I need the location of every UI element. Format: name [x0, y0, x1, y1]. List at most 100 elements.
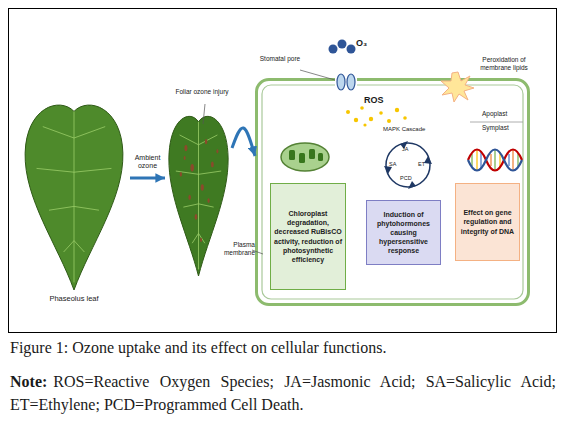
leaf-vein — [43, 127, 74, 138]
leaf-vein — [74, 127, 105, 138]
guard-cell — [337, 74, 345, 90]
part-label: MAPK Cascade — [383, 126, 443, 133]
figure-caption: Figure 1: Ozone uptake and its effect on… — [10, 338, 556, 357]
leaf-vein — [74, 168, 111, 172]
dna-rung — [494, 150, 495, 170]
ozone-spot — [180, 172, 182, 177]
ros-dot — [354, 118, 358, 122]
dna-strand — [468, 150, 522, 171]
leaf-shape — [18, 100, 130, 312]
ozone-spot — [190, 164, 194, 171]
ros-dot — [395, 108, 399, 112]
ozone-spot — [201, 184, 204, 191]
leaf-vein — [199, 171, 222, 174]
ros-dot — [369, 117, 373, 121]
molecule-label: O₃ — [356, 38, 376, 49]
chloroplast-icon — [281, 143, 329, 171]
dna-rung — [508, 154, 509, 166]
node-label: Phaseolus leaf — [18, 294, 130, 303]
part-label: Stomatal pore — [256, 55, 304, 63]
ozone-spot — [195, 214, 198, 220]
granum — [309, 149, 315, 159]
hormone-label: PCD — [400, 175, 418, 182]
leader-line — [252, 250, 263, 254]
ros-dot — [403, 116, 407, 120]
leaf-vein — [37, 168, 74, 172]
leaf-illustration: Phaseolus leaf — [18, 100, 130, 312]
leaf-vein — [180, 135, 199, 145]
dna-rung — [490, 154, 491, 166]
flow-arrow — [130, 177, 165, 180]
dna-helix — [468, 150, 522, 171]
chloroplast-body — [281, 143, 329, 171]
leaf-body — [169, 116, 228, 276]
leaf-vein — [64, 241, 74, 252]
part-label: Peroxidation of membrane lipids — [466, 56, 542, 72]
ros-dot — [360, 106, 364, 110]
box-text: Chloroplast degradation, decreased RuBis… — [274, 209, 342, 264]
stomatal-pore — [335, 74, 357, 90]
effect-box: Effect on gene regulation and integrity … — [455, 183, 520, 261]
leaf-body — [25, 105, 123, 290]
effect-box: Induction of phytohormones causing hyper… — [366, 200, 441, 265]
membrane-line — [262, 85, 523, 299]
leaf-vein — [74, 206, 99, 210]
region-label: Apoplast — [482, 110, 522, 118]
ros-dot — [387, 119, 391, 123]
dna-rung — [476, 150, 477, 170]
leaf-vein — [198, 122, 199, 270]
peroxidation-burst — [441, 72, 474, 102]
ozone-molecule — [329, 40, 356, 54]
ros-dot — [346, 110, 350, 114]
region-label: Symplast — [482, 124, 522, 132]
note-heading: Note: — [10, 373, 47, 390]
leaf-vein — [199, 204, 214, 207]
part-label: ROS — [364, 95, 394, 106]
ozone-spot — [200, 238, 202, 242]
dna-rung — [471, 154, 472, 166]
ozone-spot — [184, 156, 186, 160]
cycle-arrowhead — [424, 156, 432, 164]
leaf-vein — [199, 233, 205, 243]
ros-dot — [379, 111, 383, 115]
leaf-shape — [165, 88, 232, 278]
dna-strand — [468, 150, 522, 171]
ros-dots — [346, 106, 407, 126]
box-text: Induction of phytohormones causing hyper… — [370, 210, 437, 255]
hormone-cycle — [384, 141, 432, 189]
note-paragraph: Note:ROS=Reactive Oxygen Species; JA=Jas… — [10, 370, 556, 416]
plant-cell: Plasma membraneChloroplast degradation, … — [255, 78, 530, 306]
effect-box: Chloroplast degradation, decreased RuBis… — [270, 183, 346, 290]
leaf-vein — [183, 204, 198, 207]
apoplast-separator — [470, 122, 523, 123]
oxygen-atom — [347, 45, 356, 54]
leader-line — [300, 70, 335, 80]
oxygen-atom — [338, 40, 347, 49]
leaf-vein — [199, 135, 218, 145]
dna-rungs — [472, 150, 518, 170]
oxygen-atom — [329, 45, 338, 54]
ros-dot — [363, 123, 366, 126]
ozone-spot — [216, 149, 218, 153]
granum — [289, 150, 295, 160]
dna-rung — [480, 152, 481, 168]
cycle-arrowhead — [400, 141, 408, 149]
leaf-blade — [169, 116, 228, 276]
ozone-spot — [205, 139, 208, 144]
leaf-vein — [176, 171, 199, 174]
cycle-arrowhead — [384, 166, 392, 174]
leaf-blade — [25, 105, 123, 290]
ozone-spot — [207, 198, 209, 203]
node-label: Plasma membrane — [215, 241, 255, 257]
ozone-spot — [188, 195, 191, 200]
leaf-vein — [192, 233, 198, 243]
leaf-vein — [74, 111, 75, 282]
leader-line — [203, 104, 205, 124]
ozone-spot — [184, 145, 187, 151]
ozone-spot — [211, 162, 214, 168]
cycle-arrowhead — [408, 181, 416, 189]
figure-frame — [9, 9, 557, 333]
dna-rung — [512, 150, 513, 170]
